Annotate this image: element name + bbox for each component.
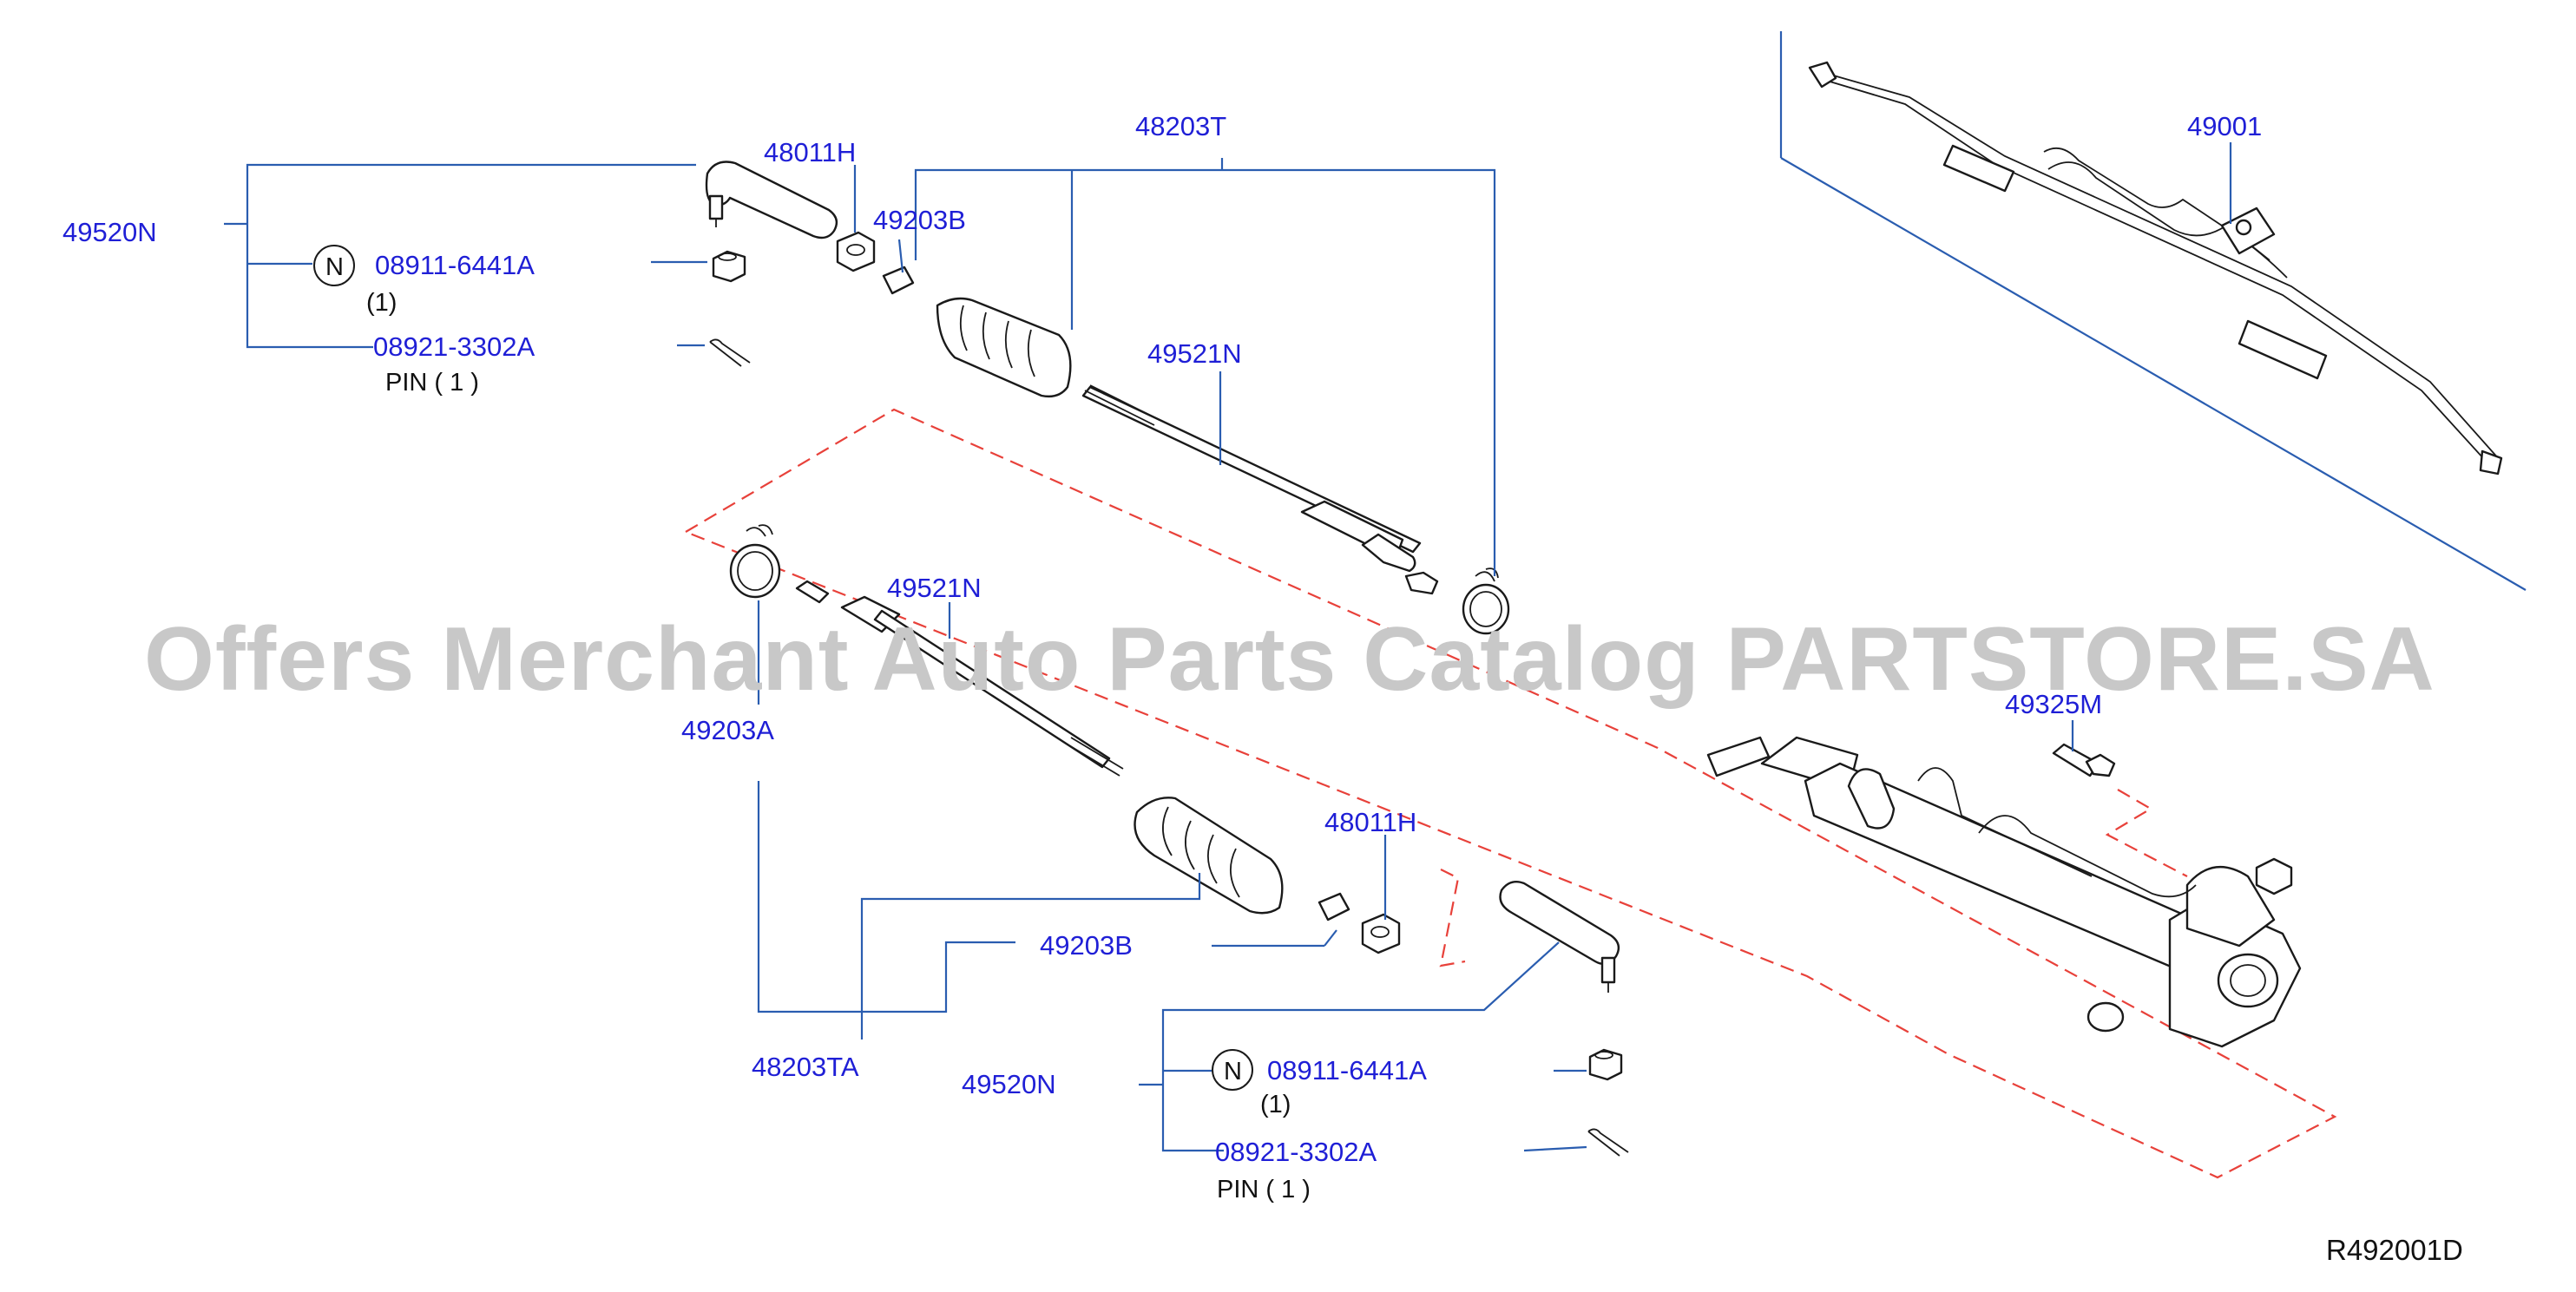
label-49325m[interactable]: 49325M bbox=[2005, 689, 2102, 719]
label-48203t[interactable]: 48203T bbox=[1135, 111, 1226, 141]
n-marker-upper bbox=[313, 245, 355, 286]
inner-tie-rod-49521n-lower[interactable] bbox=[795, 580, 1124, 777]
leader-49520n-upper bbox=[246, 163, 696, 349]
boot-48203ta[interactable] bbox=[1134, 797, 1284, 915]
watermark-text: Offers Merchant Auto Parts Catalog PARTS… bbox=[144, 609, 2435, 710]
label-49203a[interactable]: 49203A bbox=[681, 715, 774, 745]
qty-08911-upper: (1) bbox=[366, 289, 397, 317]
lock-nut-lower[interactable] bbox=[1361, 913, 1401, 954]
lock-nut-upper[interactable] bbox=[836, 231, 876, 272]
leader-48203ta bbox=[757, 781, 1015, 1013]
boot-48203t[interactable] bbox=[936, 297, 1072, 398]
label-49520n-upper[interactable]: 49520N bbox=[62, 217, 157, 247]
cotter-pin-upper[interactable] bbox=[709, 338, 751, 367]
pin-qty-upper: PIN ( 1 ) bbox=[385, 369, 479, 397]
label-49203b-lower[interactable]: 49203B bbox=[1040, 930, 1133, 961]
clip-49203b-lower[interactable] bbox=[1318, 892, 1350, 921]
qty-08911-lower: (1) bbox=[1260, 1091, 1291, 1118]
label-08921-upper[interactable]: 08921-3302A bbox=[373, 331, 535, 362]
label-49520n-lower[interactable]: 49520N bbox=[962, 1069, 1056, 1099]
label-48011h-lower[interactable]: 48011H bbox=[1324, 807, 1416, 837]
clip-49203b-upper[interactable] bbox=[882, 266, 915, 295]
n-marker-lower-text: N bbox=[1224, 1058, 1242, 1085]
inset-gear-assembly bbox=[1779, 31, 2527, 591]
label-49203b-upper[interactable]: 49203B bbox=[873, 205, 966, 235]
label-49521n-lower[interactable]: 49521N bbox=[887, 573, 982, 603]
n-marker-upper-text: N bbox=[325, 253, 344, 281]
tie-rod-end-lower[interactable] bbox=[1499, 881, 1620, 993]
sensor-49325m[interactable] bbox=[2052, 743, 2116, 777]
assembly-outline bbox=[685, 408, 2337, 1179]
leader-48203t bbox=[914, 168, 1496, 576]
label-48203ta[interactable]: 48203TA bbox=[752, 1052, 859, 1082]
label-48011h-upper[interactable]: 48011H bbox=[764, 137, 856, 167]
label-49001[interactable]: 49001 bbox=[2187, 111, 2262, 141]
tie-rod-end-upper[interactable] bbox=[705, 161, 838, 239]
pin-qty-lower: PIN ( 1 ) bbox=[1217, 1176, 1311, 1203]
clamp-49203a-lower[interactable] bbox=[729, 524, 781, 599]
label-49521n-upper[interactable]: 49521N bbox=[1147, 338, 1242, 369]
label-08911-upper[interactable]: 08911-6441A bbox=[375, 250, 535, 280]
outline-to-sensor bbox=[2105, 789, 2188, 877]
outline-to-tie-rod-end bbox=[1439, 869, 1466, 967]
label-08911-lower[interactable]: 08911-6441A bbox=[1267, 1055, 1427, 1085]
n-marker-lower bbox=[1212, 1049, 1253, 1091]
leader-49520n-lower bbox=[1161, 941, 1560, 1152]
inner-tie-rod-49521n-upper[interactable] bbox=[1081, 384, 1439, 595]
nut-08911-upper[interactable] bbox=[712, 250, 746, 283]
label-08921-lower[interactable]: 08921-3302A bbox=[1215, 1137, 1377, 1167]
drawing-code: R492001D bbox=[2326, 1234, 2463, 1266]
steering-gear-housing[interactable] bbox=[1706, 736, 2302, 1048]
nut-08911-lower[interactable] bbox=[1588, 1048, 1623, 1081]
clamp-49203a-upper[interactable] bbox=[1462, 567, 1510, 635]
cotter-pin-lower[interactable] bbox=[1587, 1128, 1629, 1157]
